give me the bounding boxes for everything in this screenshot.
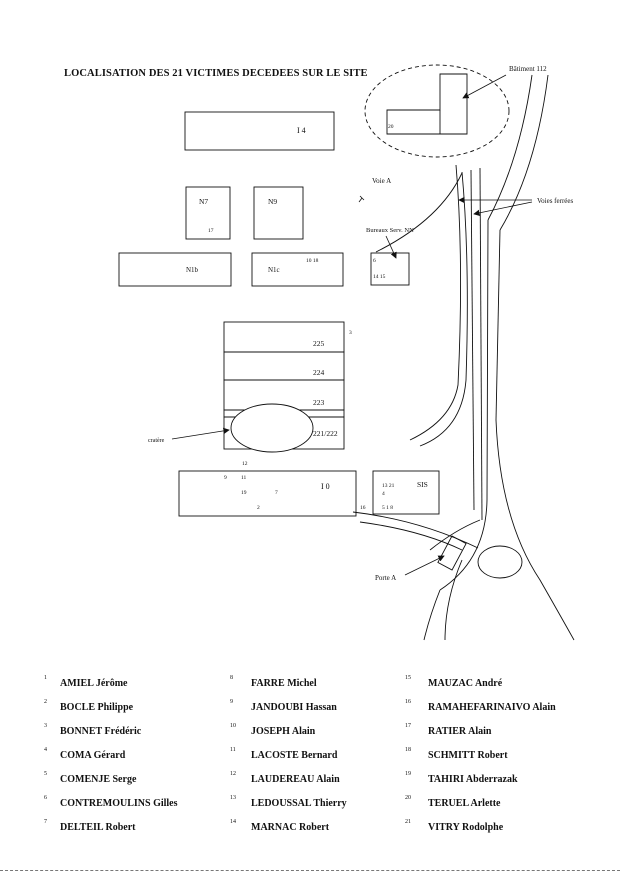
building-n7 — [185, 186, 231, 240]
crater — [230, 403, 314, 453]
victim-mark-6: 6 — [373, 258, 376, 264]
building-i4-label: I 4 — [297, 126, 306, 135]
roundabout — [477, 545, 523, 579]
road-curve-2 — [359, 521, 463, 551]
building-i0 — [178, 470, 357, 517]
victim-mark-2: 2 — [257, 505, 260, 511]
batiment-112-arrow — [462, 74, 507, 99]
building-n1c — [251, 252, 344, 287]
building-bureaux — [370, 252, 410, 286]
victim-mark-11: 11 — [241, 475, 247, 481]
voie-a-marker — [358, 195, 365, 203]
porte-a-arrow — [404, 555, 445, 576]
voies-ferrees-arrow-2 — [473, 201, 533, 216]
building-225-label: 225 — [313, 339, 325, 348]
voie-a-label: Voie A — [372, 177, 391, 185]
victim-mark-20: 20 — [388, 124, 394, 130]
road-curve — [352, 511, 479, 549]
bottom-rule — [0, 870, 620, 871]
victim-mark-14-15: 14 15 — [373, 274, 386, 280]
victim-mark-5-1-8: 5 1 8 — [382, 505, 393, 511]
bureaux-label: Bureaux Serv. NN — [366, 227, 414, 234]
building-224-label: 224 — [313, 368, 325, 377]
porte-a-label: Porte A — [375, 574, 396, 582]
porte-a-gate — [437, 535, 467, 571]
building-sis — [372, 470, 440, 515]
building-sis-label: SIS — [417, 480, 428, 489]
page-title: LOCALISATION DES 21 VICTIMES DECEDEES SU… — [64, 68, 368, 79]
batiment-112-outline — [386, 73, 468, 135]
voies-ferrees-label: Voies ferrées — [537, 197, 573, 205]
victim-mark-12: 12 — [242, 461, 248, 467]
victim-mark-19: 19 — [241, 490, 247, 496]
building-n9-label: N9 — [268, 197, 277, 206]
building-n1c-label: N1c — [268, 266, 280, 274]
building-n1b-label: N1b — [186, 266, 199, 274]
building-n9 — [253, 186, 304, 240]
victim-mark-16: 16 — [360, 505, 366, 511]
victim-mark-3: 3 — [349, 330, 352, 336]
crater-arrow — [171, 427, 230, 440]
victim-mark-7: 7 — [275, 490, 278, 496]
crater-label: cratère — [148, 438, 165, 444]
victim-mark-9: 9 — [224, 475, 227, 481]
building-n7-label: N7 — [199, 197, 208, 206]
batiment-112-label: Bâtiment 112 — [509, 65, 547, 73]
road-line — [444, 559, 463, 641]
victim-mark-17: 17 — [208, 228, 214, 234]
victim-mark-13-21: 13 21 — [382, 483, 395, 489]
building-223-label: 223 — [313, 398, 325, 407]
bureaux-arrow — [385, 235, 397, 259]
building-221-222-label: 221/222 — [313, 429, 338, 438]
victim-mark-10-18: 10 18 — [306, 258, 319, 264]
railway-tracks — [375, 74, 575, 641]
batiment-112-zone — [364, 64, 510, 158]
building-i4 — [184, 111, 335, 151]
building-i0-label: I 0 — [321, 482, 330, 491]
victim-mark-4: 4 — [382, 491, 385, 497]
building-n1b — [118, 252, 232, 287]
